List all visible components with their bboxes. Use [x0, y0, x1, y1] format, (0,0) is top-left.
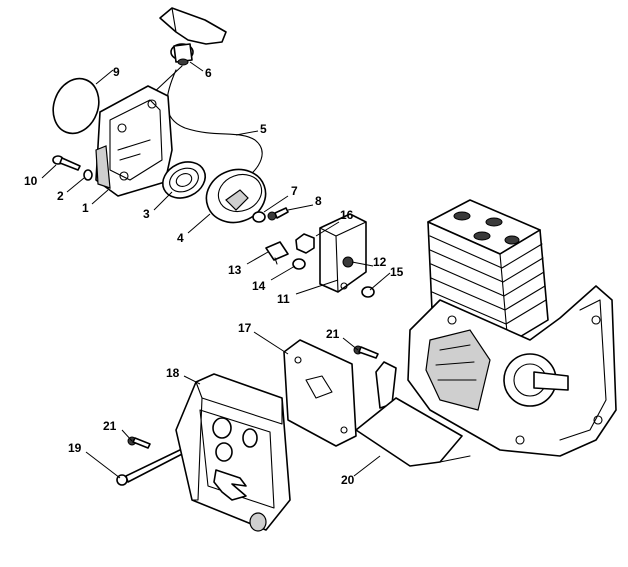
- callout-21-lower: 21: [103, 419, 117, 433]
- callout-10: 10: [24, 174, 38, 188]
- housing-washer: [83, 169, 93, 181]
- rope-rotor: [205, 168, 267, 224]
- muffler: [175, 373, 291, 532]
- callout-5: 5: [260, 122, 267, 136]
- callout-11: 11: [277, 292, 290, 306]
- muffler-screw-lower: [127, 436, 151, 449]
- callout-3: 3: [143, 207, 150, 221]
- callout-2: 2: [57, 189, 64, 203]
- sealing-ring: [52, 77, 100, 135]
- callout-6: 6: [205, 66, 212, 80]
- callout-18: 18: [166, 366, 180, 380]
- rotor-washer: [252, 211, 266, 223]
- cooling-plate: [355, 361, 471, 467]
- callout-12: 12: [373, 255, 387, 269]
- callout-1: 1: [82, 201, 89, 215]
- callout-14: 14: [252, 279, 266, 293]
- leader-lines: [41, 61, 391, 479]
- ignition-module: [319, 213, 367, 293]
- fan-housing: [95, 85, 173, 197]
- plug-terminal: [265, 241, 289, 265]
- callout-19: 19: [68, 441, 82, 455]
- terminal-nut: [292, 258, 306, 270]
- callout-7: 7: [291, 184, 298, 198]
- rotor-screw: [267, 207, 289, 221]
- starter-grip: [149, 7, 227, 97]
- starter-rope: [166, 69, 263, 176]
- hex-nut: [295, 233, 315, 254]
- callout-8: 8: [315, 194, 322, 208]
- long-screw: [116, 447, 187, 486]
- callout-13: 13: [228, 263, 242, 277]
- callout-20: 20: [341, 473, 355, 487]
- muffler-screw-upper: [353, 345, 379, 359]
- callout-16: 16: [340, 208, 354, 222]
- muffler-gasket: [283, 339, 357, 447]
- housing-screw: [52, 155, 81, 171]
- callout-9: 9: [113, 65, 120, 79]
- callout-4: 4: [177, 231, 184, 245]
- engine-assembly: [407, 199, 617, 457]
- callout-21-upper: 21: [326, 327, 340, 341]
- callout-17: 17: [238, 321, 252, 335]
- callout-labels: 9 6 5 10 2 1 3 4 7 8 16 13 14 11 12 15 1…: [24, 65, 404, 487]
- callout-15: 15: [390, 265, 404, 279]
- rewind-spring: [162, 161, 206, 199]
